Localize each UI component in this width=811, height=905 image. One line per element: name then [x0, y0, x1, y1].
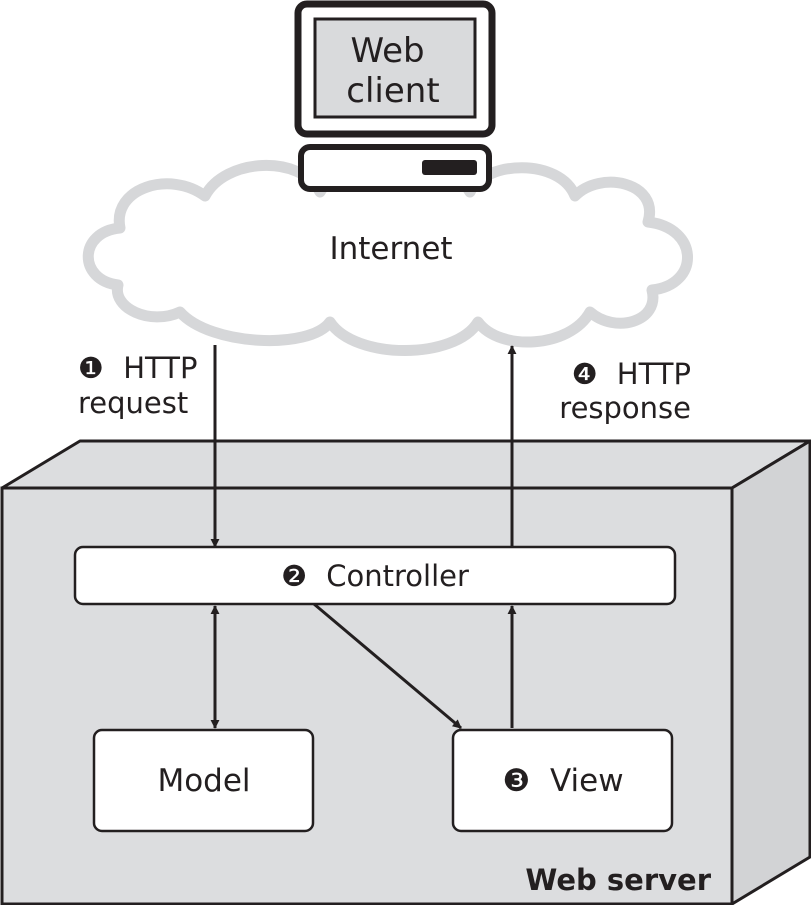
response-line2: response — [559, 391, 691, 425]
web-server-side-face — [730, 439, 811, 905]
request-marker: ❶ — [78, 351, 104, 385]
controller-box — [73, 545, 677, 606]
web-server-top-face — [0, 439, 811, 490]
drive-slot — [422, 160, 477, 175]
monitor-screen — [313, 17, 477, 119]
cloud-icon — [82, 155, 693, 356]
http-response-label: ❹ HTTP response — [559, 357, 691, 425]
controller-text: Controller — [326, 559, 469, 593]
request-line2: request — [78, 386, 188, 420]
computer-icon — [294, 0, 496, 192]
internet-label: Internet — [329, 231, 452, 267]
http-request-label: ❶ HTTP request — [78, 351, 197, 420]
controller-label: ❷ Controller — [281, 559, 469, 593]
web-client-label: Web client — [346, 31, 439, 111]
web-server-label: Web server — [525, 863, 711, 897]
response-marker: ❹ — [572, 357, 598, 391]
web-client-line2: client — [346, 71, 439, 111]
web-server-box — [0, 439, 811, 905]
model-label: Model — [157, 763, 250, 799]
view-label: ❸ View — [502, 763, 623, 799]
model-box — [92, 728, 315, 833]
svg-text:❶ HTTP: ❶ HTTP — [78, 351, 197, 385]
request-line1: HTTP — [123, 351, 197, 385]
view-box — [451, 728, 674, 833]
svg-text:❹ HTTP: ❹ HTTP — [572, 357, 691, 391]
controller-view-arrow — [313, 602, 462, 730]
web-client-line1: Web — [351, 31, 425, 71]
view-marker: ❸ — [502, 763, 530, 799]
response-line1: HTTP — [617, 357, 691, 391]
internet-cloud — [82, 155, 693, 356]
view-text: View — [550, 763, 624, 799]
controller-marker: ❷ — [281, 559, 307, 593]
computer-base — [298, 144, 492, 192]
